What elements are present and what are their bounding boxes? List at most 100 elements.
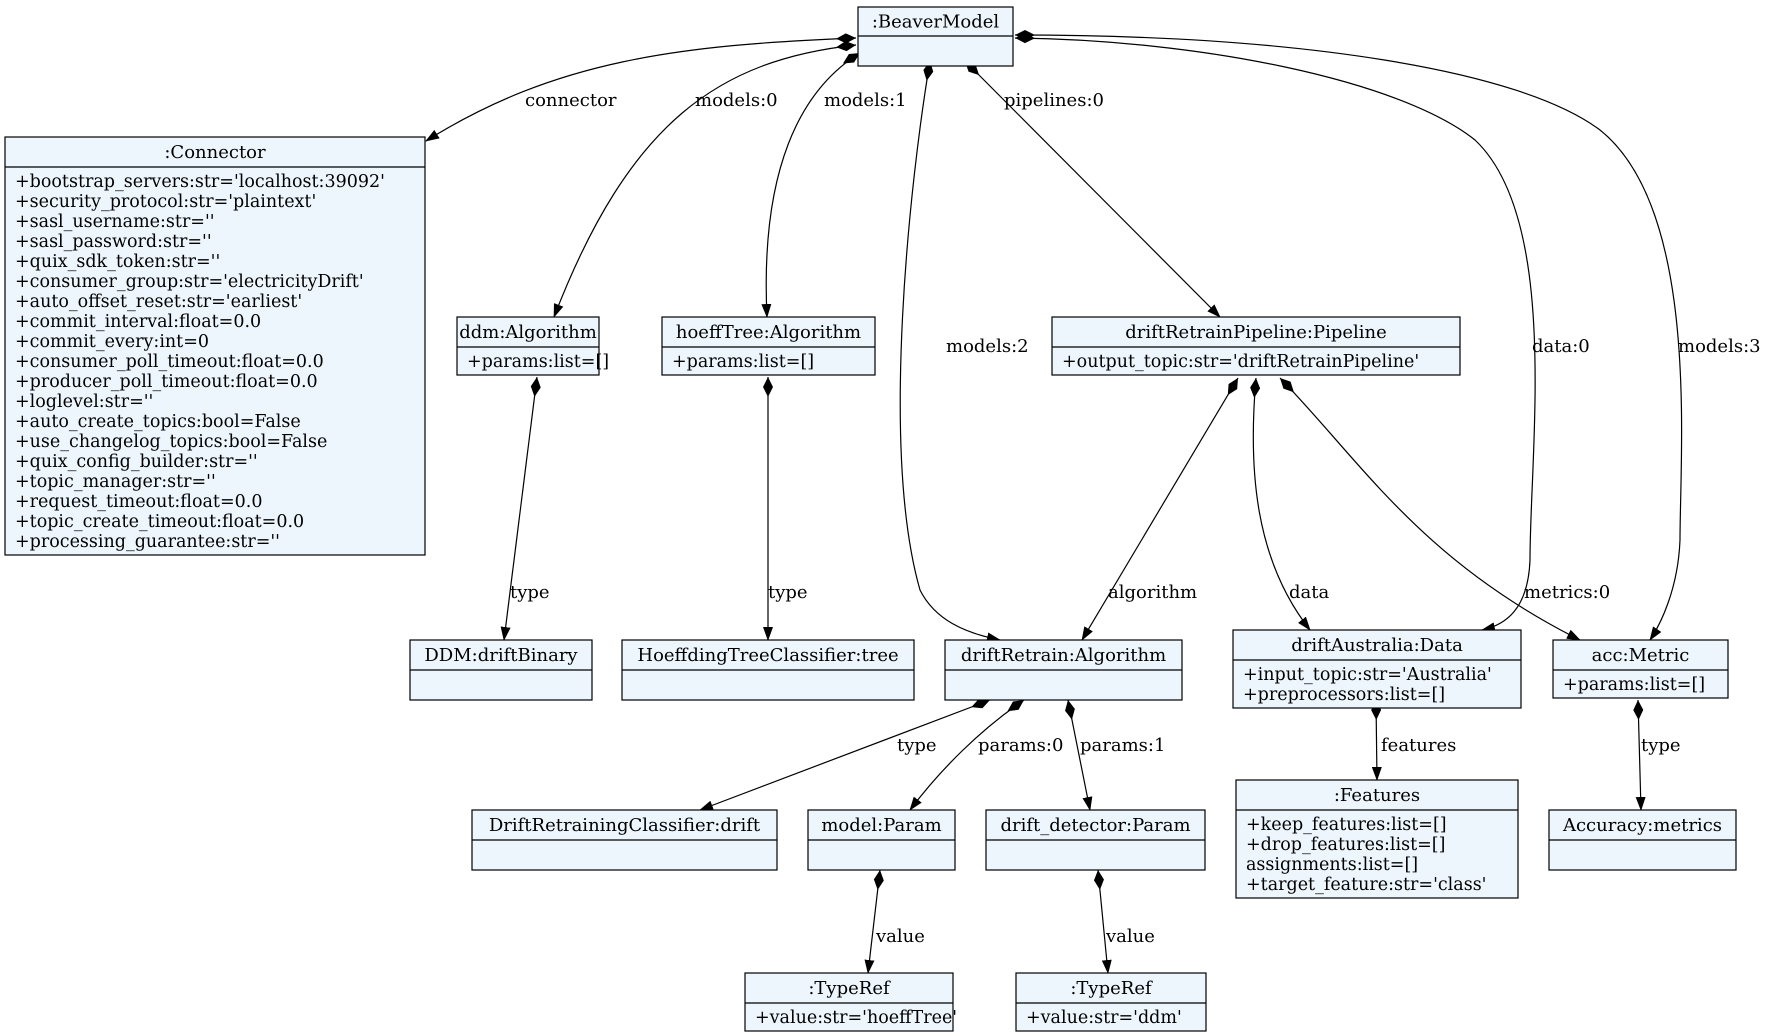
edge-label: params:1 bbox=[1080, 735, 1165, 756]
node-typeref1: :TypeRef +value:str='hoeffTree' bbox=[744, 972, 957, 1032]
node-typeref2: :TypeRef +value:str='ddm' bbox=[1015, 972, 1207, 1032]
edge-pipeline-metric: metrics:0 bbox=[1279, 377, 1610, 641]
composition-arrow bbox=[761, 52, 861, 318]
node-attribute: +value:str='hoeffTree' bbox=[755, 1008, 957, 1028]
node-attribute: +auto_create_topics:bool=False bbox=[15, 412, 301, 432]
node-attribute: +commit_interval:float=0.0 bbox=[15, 312, 261, 332]
edge-label: type bbox=[510, 582, 550, 603]
node-ddm: ddm:Algorithm +params:list=[] bbox=[456, 316, 609, 376]
edge-data-features: features bbox=[1371, 699, 1456, 781]
node-attribute: +output_topic:str='driftRetrainPipeline' bbox=[1062, 352, 1419, 372]
edge-beaver-connector: connector bbox=[425, 33, 857, 142]
node-title: :TypeRef bbox=[808, 978, 891, 999]
edge-modelparam-typeref1: value bbox=[864, 869, 925, 974]
edge-label: metrics:0 bbox=[1524, 582, 1610, 603]
node-attribute: +params:list=[] bbox=[467, 352, 609, 372]
edge-label: models:1 bbox=[824, 90, 907, 111]
node-attribute: +security_protocol:str='plaintext' bbox=[15, 192, 316, 212]
node-title: drift_detector:Param bbox=[1000, 815, 1190, 836]
edge-label: models:2 bbox=[946, 336, 1029, 357]
node-ddmtype: DDM:driftBinary bbox=[409, 639, 593, 701]
node-driftalg: driftRetrain:Algorithm bbox=[944, 639, 1183, 701]
node-attribute: +use_changelog_topics:bool=False bbox=[15, 432, 327, 452]
node-attribute: +loglevel:str='' bbox=[15, 392, 153, 412]
node-detparam: drift_detector:Param bbox=[985, 809, 1206, 871]
composition-arrow bbox=[1633, 699, 1646, 811]
composition-arrow bbox=[553, 41, 857, 318]
node-title: driftRetrainPipeline:Pipeline bbox=[1125, 322, 1387, 343]
node-attribute: +input_topic:str='Australia' bbox=[1243, 665, 1492, 685]
node-title: :BeaverModel bbox=[872, 12, 1000, 33]
composition-arrow bbox=[1279, 377, 1581, 641]
node-attribute: +request_timeout:float=0.0 bbox=[15, 492, 262, 512]
edge-label: params:0 bbox=[978, 735, 1063, 756]
node-title: acc:Metric bbox=[1592, 645, 1690, 666]
edge-label: connector bbox=[525, 90, 617, 111]
node-attribute: +target_feature:str='class' bbox=[1246, 875, 1486, 895]
node-hofftype: HoeffdingTreeClassifier:tree bbox=[621, 639, 915, 701]
node-title: HoeffdingTreeClassifier:tree bbox=[637, 645, 898, 666]
edge-beaver-hoeff: models:1 bbox=[761, 52, 907, 318]
composition-arrow bbox=[1081, 377, 1239, 641]
edge-label: data:0 bbox=[1532, 336, 1590, 357]
node-attribute: +preprocessors:list=[] bbox=[1243, 685, 1445, 705]
edge-driftalg-detparam: params:1 bbox=[1065, 699, 1165, 811]
edge-label: algorithm bbox=[1108, 582, 1197, 603]
node-attribute: +sasl_password:str='' bbox=[15, 232, 212, 252]
edge-driftalg-drcls: type bbox=[699, 698, 991, 811]
edge-beaver-metric: models:3 bbox=[1014, 30, 1761, 641]
node-attribute: +params:list=[] bbox=[1563, 675, 1705, 695]
node-attribute: +commit_every:int=0 bbox=[15, 332, 209, 352]
node-accmetrics: Accuracy:metrics bbox=[1548, 809, 1737, 871]
node-modelparam: model:Param bbox=[807, 809, 956, 871]
edge-beaver-ddm: models:0 bbox=[553, 41, 857, 318]
composition-arrow bbox=[1093, 869, 1112, 974]
node-attribute: assignments:list=[] bbox=[1246, 855, 1418, 875]
composition-arrow bbox=[899, 60, 1001, 643]
edge-label: pipelines:0 bbox=[1004, 90, 1104, 111]
composition-arrow bbox=[1371, 699, 1382, 781]
edge-detparam-typeref2: value bbox=[1093, 869, 1155, 974]
node-pipeline: driftRetrainPipeline:Pipeline +output_top… bbox=[1051, 316, 1461, 376]
edge-label: type bbox=[1641, 735, 1681, 756]
composition-arrow bbox=[1065, 699, 1093, 811]
edge-label: models:3 bbox=[1678, 336, 1761, 357]
node-title: driftAustralia:Data bbox=[1291, 635, 1463, 656]
edge-pipeline-driftalg: algorithm bbox=[1081, 377, 1239, 641]
composition-arrow bbox=[699, 698, 991, 811]
node-metric: acc:Metric +params:list=[] bbox=[1552, 639, 1729, 699]
composition-arrow bbox=[909, 699, 1025, 811]
edge-beaver-pipeline: pipelines:0 bbox=[964, 60, 1221, 318]
node-title: driftRetrain:Algorithm bbox=[961, 645, 1166, 666]
edge-label: value bbox=[875, 926, 925, 947]
edge-beaver-driftalg: models:2 bbox=[899, 60, 1029, 643]
composition-arrow bbox=[500, 376, 541, 641]
node-attribute: +processing_guarantee:str='' bbox=[15, 532, 280, 552]
node-attribute: +producer_poll_timeout:float=0.0 bbox=[15, 372, 318, 392]
node-attribute: +consumer_group:str='electricityDrift' bbox=[15, 272, 364, 292]
node-attribute: +value:str='ddm' bbox=[1026, 1008, 1182, 1028]
edge-label: type bbox=[768, 582, 808, 603]
composition-arrow bbox=[1014, 30, 1683, 641]
node-attribute: +consumer_poll_timeout:float=0.0 bbox=[15, 352, 324, 372]
node-beaver: :BeaverModel bbox=[857, 6, 1014, 67]
edge-driftalg-modelparam: params:0 bbox=[909, 699, 1063, 811]
node-attribute: +keep_features:list=[] bbox=[1246, 815, 1447, 835]
node-attribute: +quix_config_builder:str='' bbox=[15, 452, 258, 472]
edge-label: value bbox=[1105, 926, 1155, 947]
node-attribute: +quix_sdk_token:str='' bbox=[15, 252, 220, 272]
node-title: DDM:driftBinary bbox=[424, 645, 578, 666]
node-features: :Features +keep_features:list=[]+drop_fea… bbox=[1235, 779, 1519, 899]
edge-hoeff-hofftype: type bbox=[763, 377, 808, 641]
node-title: Accuracy:metrics bbox=[1562, 815, 1722, 836]
node-attribute: +sasl_username:str='' bbox=[15, 212, 215, 232]
edge-label: features bbox=[1381, 735, 1456, 756]
node-data: driftAustralia:Data +input_topic:str='Aus… bbox=[1232, 629, 1522, 709]
edge-metric-accmetrics: type bbox=[1633, 699, 1681, 811]
node-attribute: +drop_features:list=[] bbox=[1246, 835, 1445, 855]
node-title: :TypeRef bbox=[1070, 978, 1153, 999]
node-title: ddm:Algorithm bbox=[459, 322, 597, 343]
node-title: :Connector bbox=[164, 142, 266, 163]
node-title: :Features bbox=[1334, 785, 1420, 806]
